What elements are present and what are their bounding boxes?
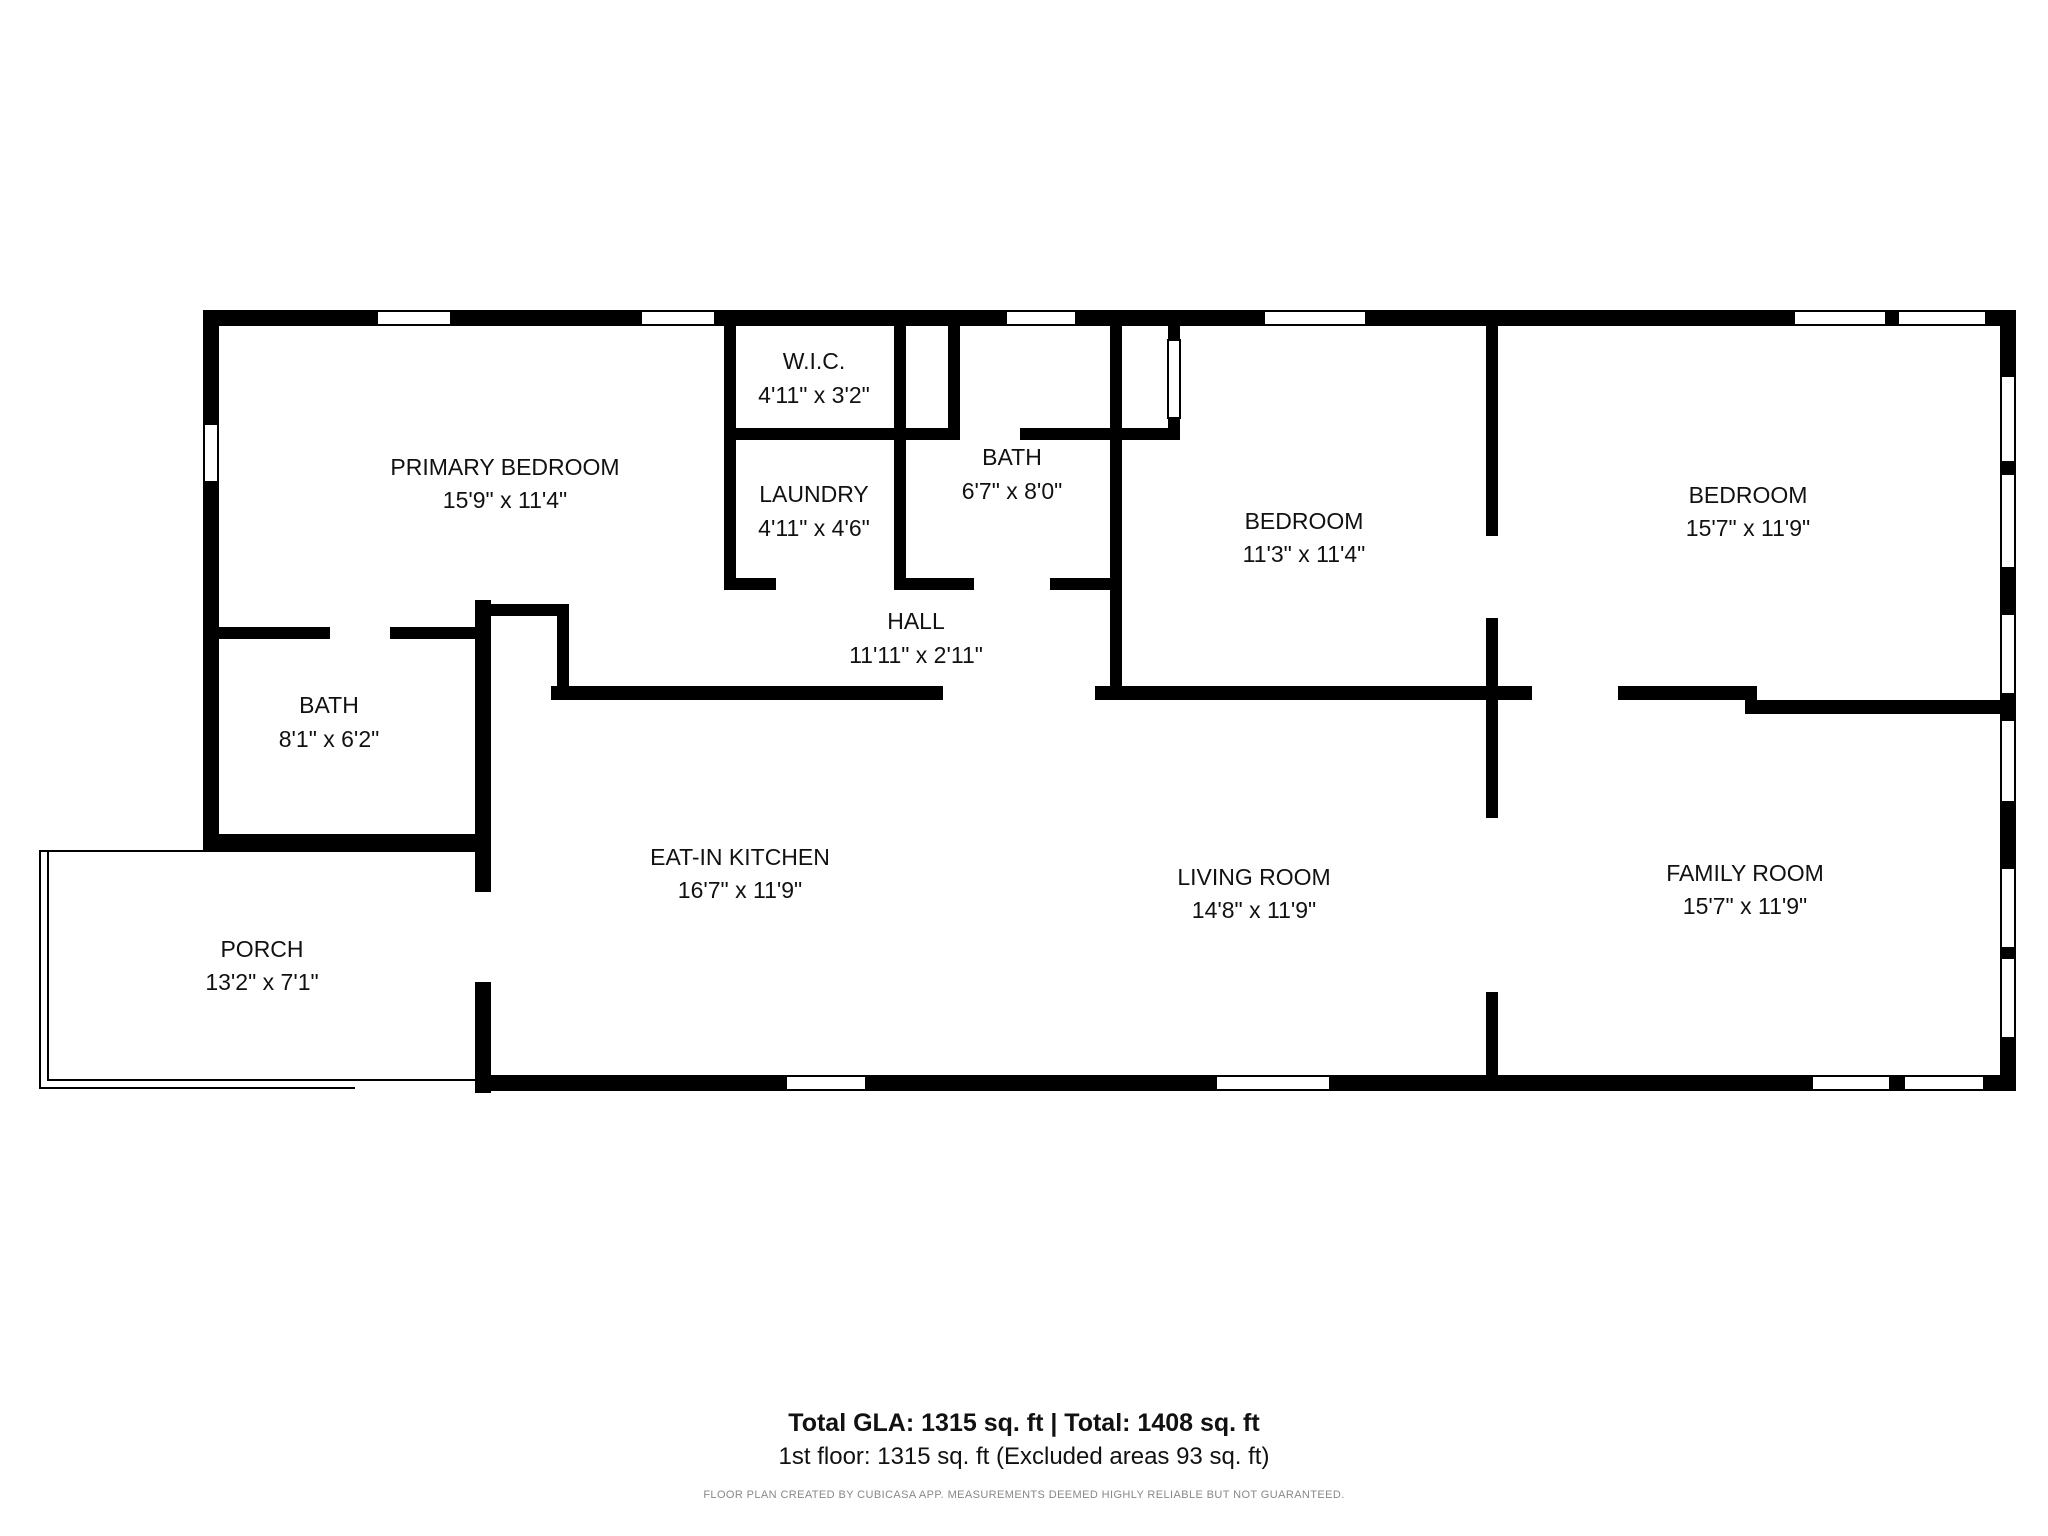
room-dims: 14'8" x 11'9" xyxy=(1192,897,1316,923)
room-dims: 15'9" x 11'4" xyxy=(443,487,567,513)
room-family-room: FAMILY ROOM 15'7" x 11'9" xyxy=(1666,860,1824,919)
windows xyxy=(203,310,2016,1091)
room-dims: 15'7" x 11'9" xyxy=(1683,893,1807,919)
room-primary-bedroom: PRIMARY BEDROOM 15'9" x 11'4" xyxy=(390,454,619,513)
room-porch: PORCH 13'2" x 7'1" xyxy=(205,936,318,995)
room-name: EAT-IN KITCHEN xyxy=(650,844,830,870)
room-wic: W.I.C. 4'11" x 3'2" xyxy=(758,348,870,408)
room-dims: 15'7" x 11'9" xyxy=(1686,515,1810,541)
room-name: FAMILY ROOM xyxy=(1666,860,1824,886)
room-dims: 11'3" x 11'4" xyxy=(1243,541,1366,567)
exterior-walls xyxy=(203,310,2016,1093)
room-dims: 11'11" x 2'11" xyxy=(849,642,983,668)
disclaimer: FLOOR PLAN CREATED BY CUBICASA APP. MEAS… xyxy=(703,1489,1344,1501)
room-laundry: LAUNDRY 4'11" x 4'6" xyxy=(758,481,870,541)
interior-walls xyxy=(219,326,1757,1082)
room-name: BATH xyxy=(982,444,1042,470)
room-bath-lower: BATH 8'1" x 6'2" xyxy=(279,692,380,752)
room-name: LIVING ROOM xyxy=(1177,864,1330,890)
room-name: HALL xyxy=(887,608,945,634)
room-bedroom-right: BEDROOM 15'7" x 11'9" xyxy=(1686,482,1810,541)
room-dims: 16'7" x 11'9" xyxy=(678,877,802,903)
room-dims: 8'1" x 6'2" xyxy=(279,726,380,752)
footer: Total GLA: 1315 sq. ft | Total: 1408 sq.… xyxy=(703,1409,1344,1501)
room-name: BEDROOM xyxy=(1245,508,1364,534)
total-area: Total GLA: 1315 sq. ft | Total: 1408 sq.… xyxy=(788,1409,1260,1437)
door-openings xyxy=(330,536,1618,992)
room-dims: 13'2" x 7'1" xyxy=(205,969,318,995)
room-name: LAUNDRY xyxy=(759,481,869,507)
room-name: PORCH xyxy=(220,936,303,962)
room-name: BATH xyxy=(299,692,359,718)
room-name: PRIMARY BEDROOM xyxy=(390,454,619,480)
room-dims: 6'7" x 8'0" xyxy=(962,478,1063,504)
floor-area: 1st floor: 1315 sq. ft (Excluded areas 9… xyxy=(779,1443,1270,1470)
porch-outline xyxy=(39,850,475,1089)
room-bedroom-mid: BEDROOM 11'3" x 11'4" xyxy=(1243,508,1366,567)
room-name: BEDROOM xyxy=(1689,482,1808,508)
room-dims: 4'11" x 4'6" xyxy=(758,515,870,541)
room-living-room: LIVING ROOM 14'8" x 11'9" xyxy=(1177,864,1330,923)
room-dims: 4'11" x 3'2" xyxy=(758,382,870,408)
room-bath-upper: BATH 6'7" x 8'0" xyxy=(962,444,1063,504)
room-name: W.I.C. xyxy=(783,348,846,374)
room-kitchen: EAT-IN KITCHEN 16'7" x 11'9" xyxy=(650,844,830,903)
room-hall: HALL 11'11" x 2'11" xyxy=(849,608,983,668)
